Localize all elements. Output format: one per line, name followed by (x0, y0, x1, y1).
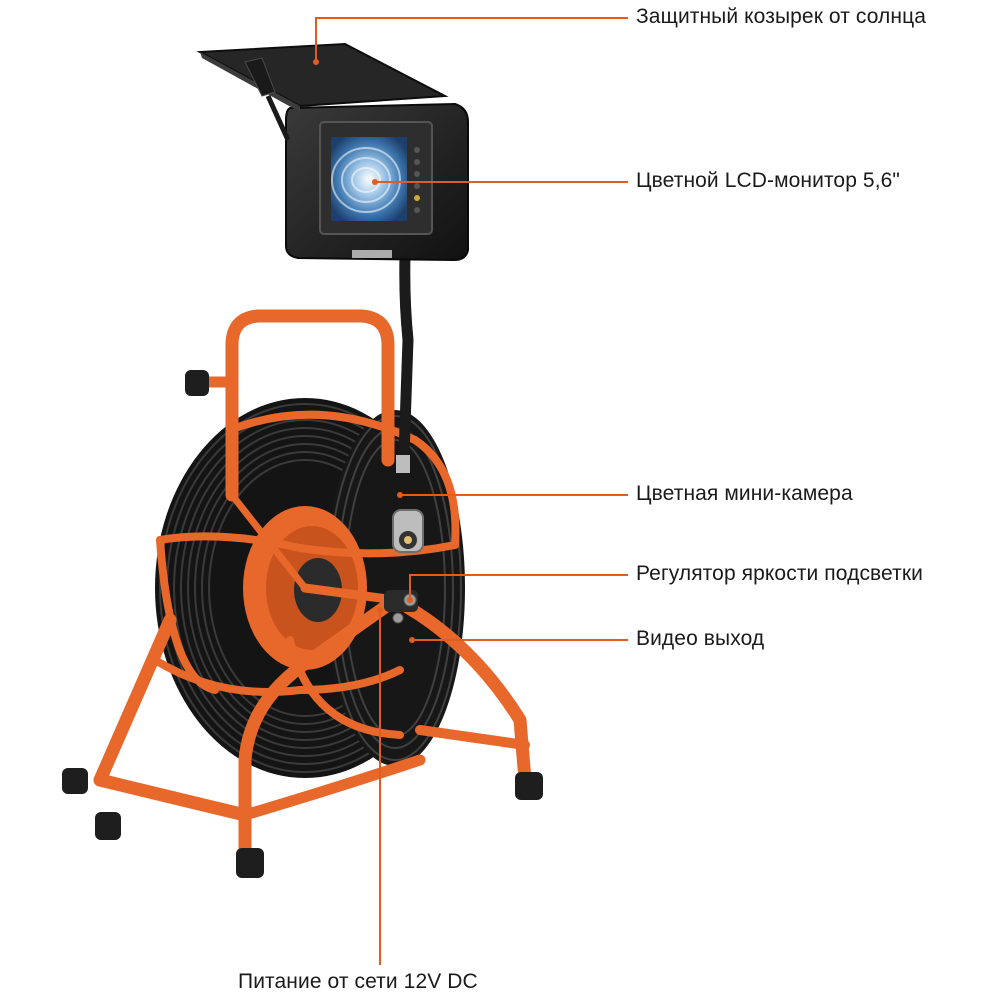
callout-brightness-regulator: Регулятор яркости подсветки (636, 562, 923, 585)
callout-lcd-monitor: Цветной LCD-монитор 5,6" (636, 169, 900, 192)
rubber-feet (62, 370, 543, 878)
gooseneck-arm (398, 249, 414, 461)
gooseneck-clamp (396, 455, 410, 473)
callout-video-output: Видео выход (636, 627, 765, 650)
monitor-buttons (414, 147, 420, 213)
pipe-interior-image (331, 147, 401, 213)
leader-sun-visor (315, 17, 628, 62)
lcd-screen (331, 137, 407, 221)
mini-camera (392, 509, 424, 553)
callout-mini-camera: Цветная мини-камера (636, 482, 853, 505)
sun-visor (196, 42, 449, 142)
callout-leader-lines (315, 17, 628, 965)
callout-sun-visor: Защитный козырек от солнца (636, 5, 926, 28)
callout-power-supply: Питание от сети 12V DC (238, 970, 478, 993)
leader-brightness-regulator (409, 574, 628, 600)
monitor-housing (285, 102, 469, 262)
